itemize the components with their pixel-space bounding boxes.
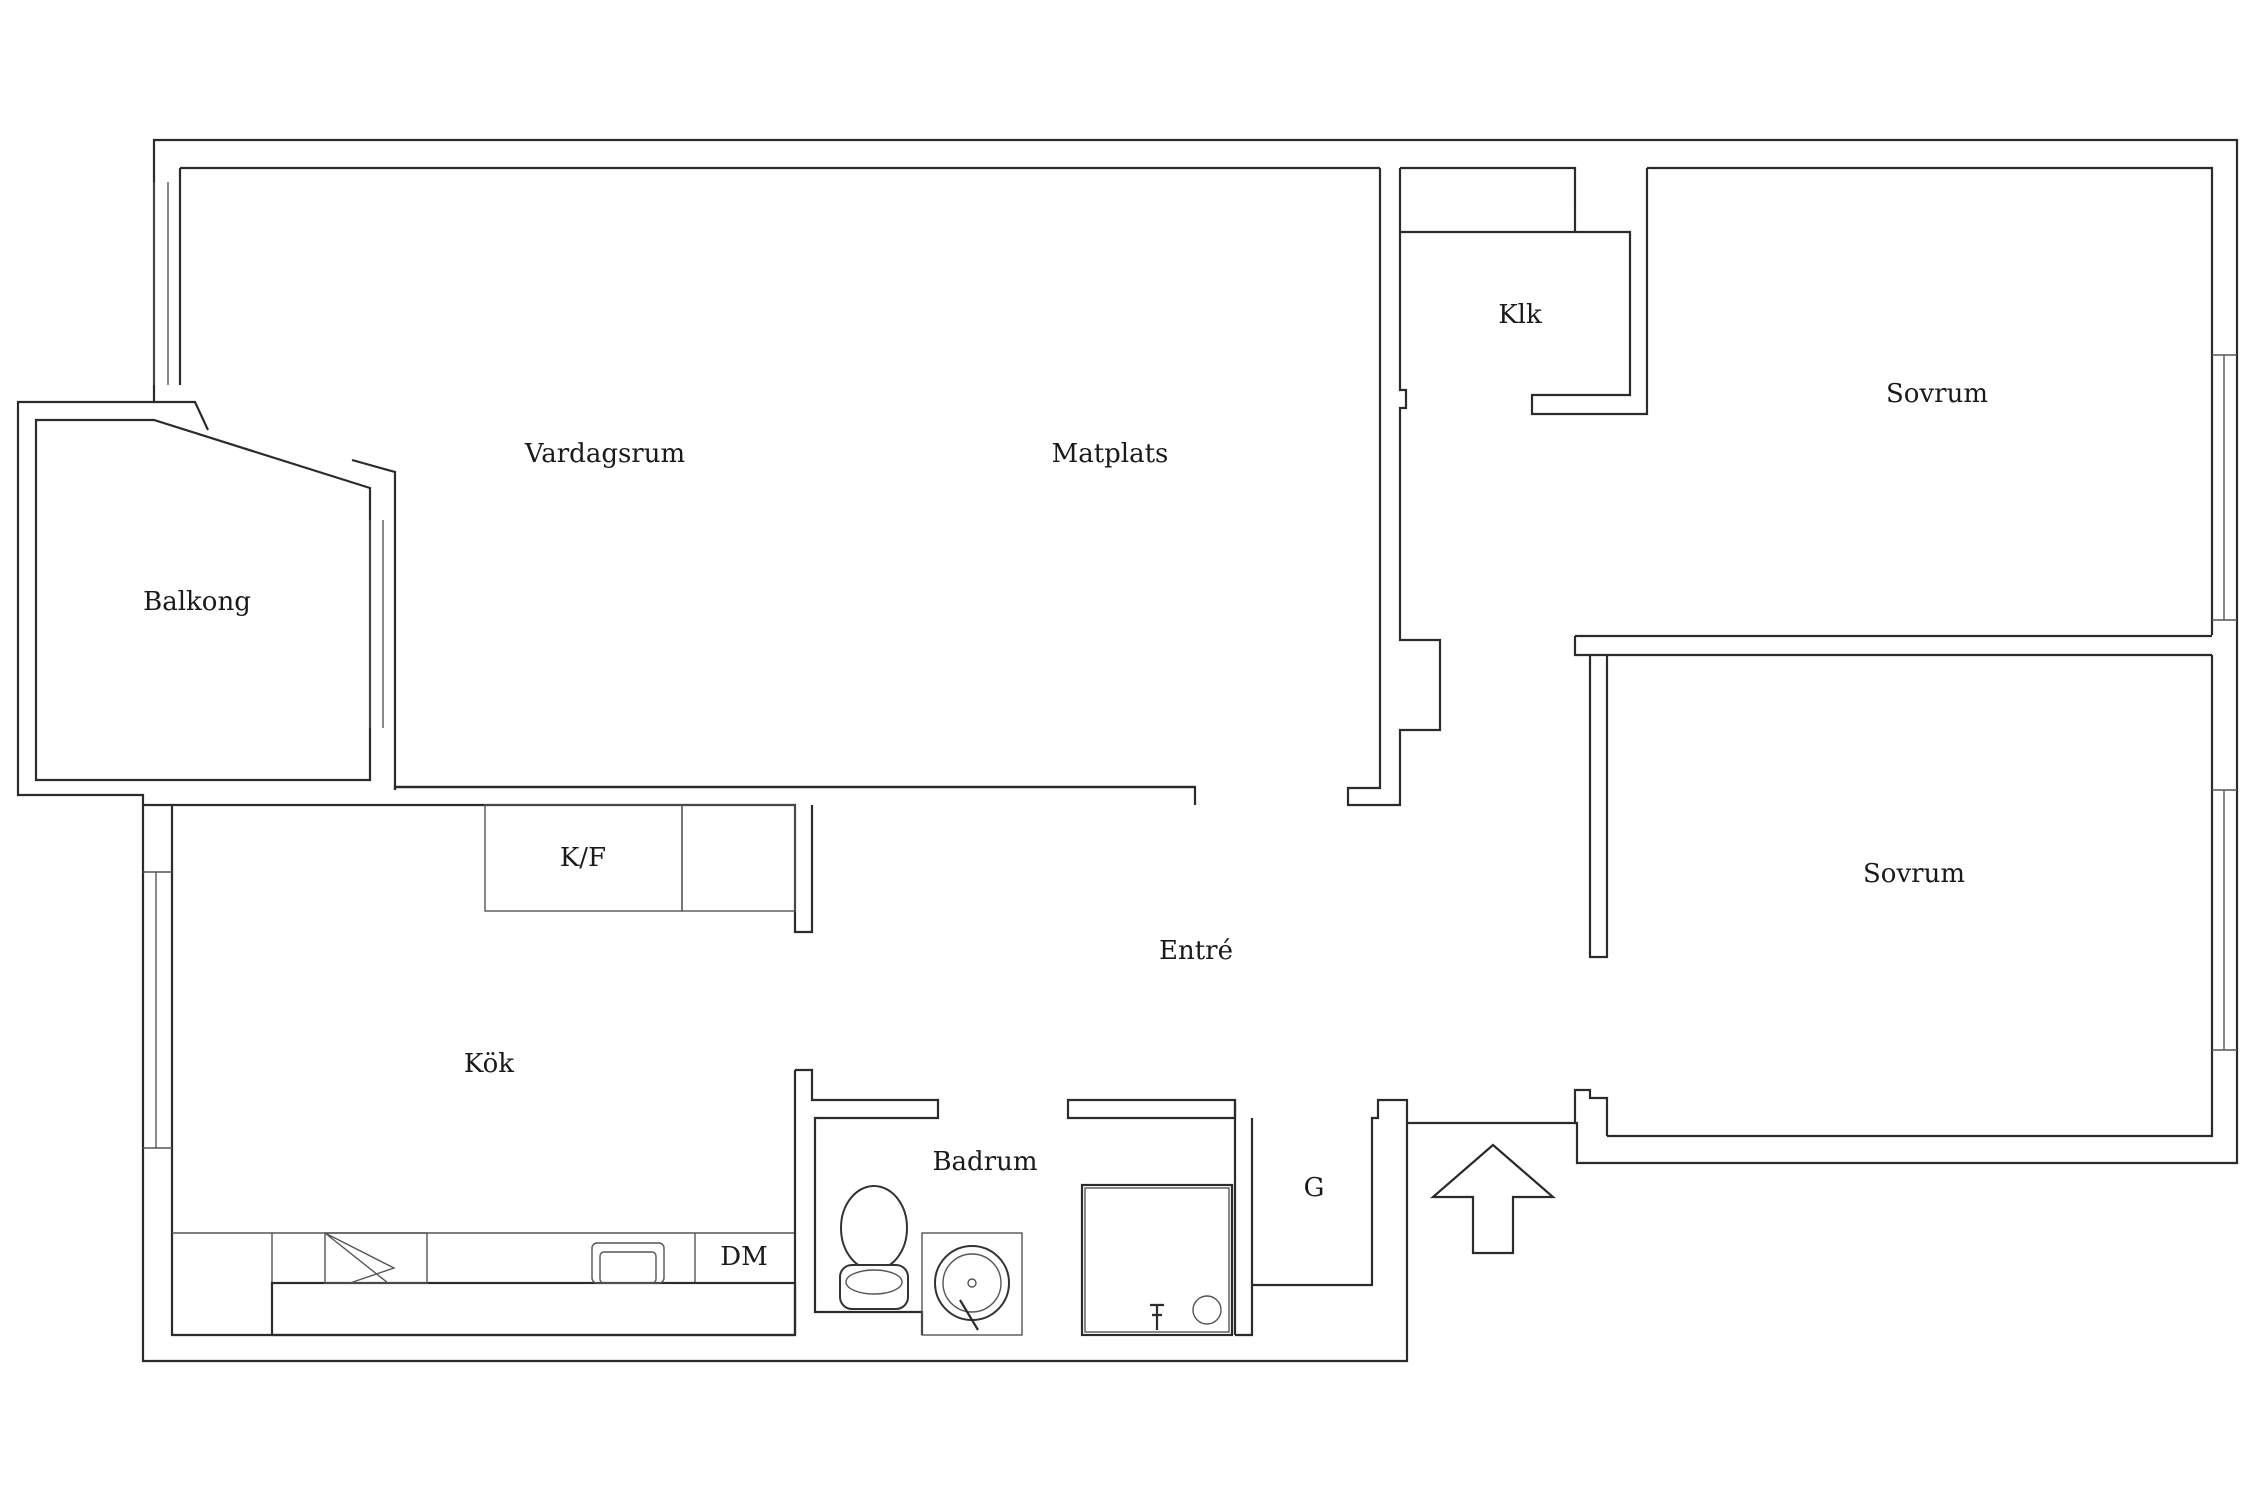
balcony <box>34 182 397 790</box>
bedroom-walls <box>1573 354 2237 1136</box>
label-klk: Klk <box>1498 300 1542 330</box>
label-badrum: Badrum <box>932 1147 1037 1177</box>
room-labels: Balkong Vardagsrum Matplats Klk Sovrum S… <box>143 300 1988 1272</box>
kitchen-walls <box>143 803 814 1337</box>
label-sovrum-lower: Sovrum <box>1863 859 1965 889</box>
label-kf: K/F <box>560 843 606 873</box>
label-matplats: Matplats <box>1052 439 1169 469</box>
bathroom-walls <box>793 1068 1409 1337</box>
label-dm: DM <box>720 1242 767 1272</box>
label-sovrum-upper: Sovrum <box>1886 379 1988 409</box>
label-kok: Kök <box>464 1049 514 1079</box>
up-arrow-icon <box>1430 1143 1556 1255</box>
label-g: G <box>1304 1173 1325 1203</box>
living-room-walls <box>178 168 1442 807</box>
closet-walls <box>1400 168 1649 416</box>
label-entre: Entré <box>1159 936 1233 966</box>
label-vardagsrum: Vardagsrum <box>524 439 685 469</box>
label-balkong: Balkong <box>143 587 251 617</box>
outer-walls <box>16 138 2239 1363</box>
